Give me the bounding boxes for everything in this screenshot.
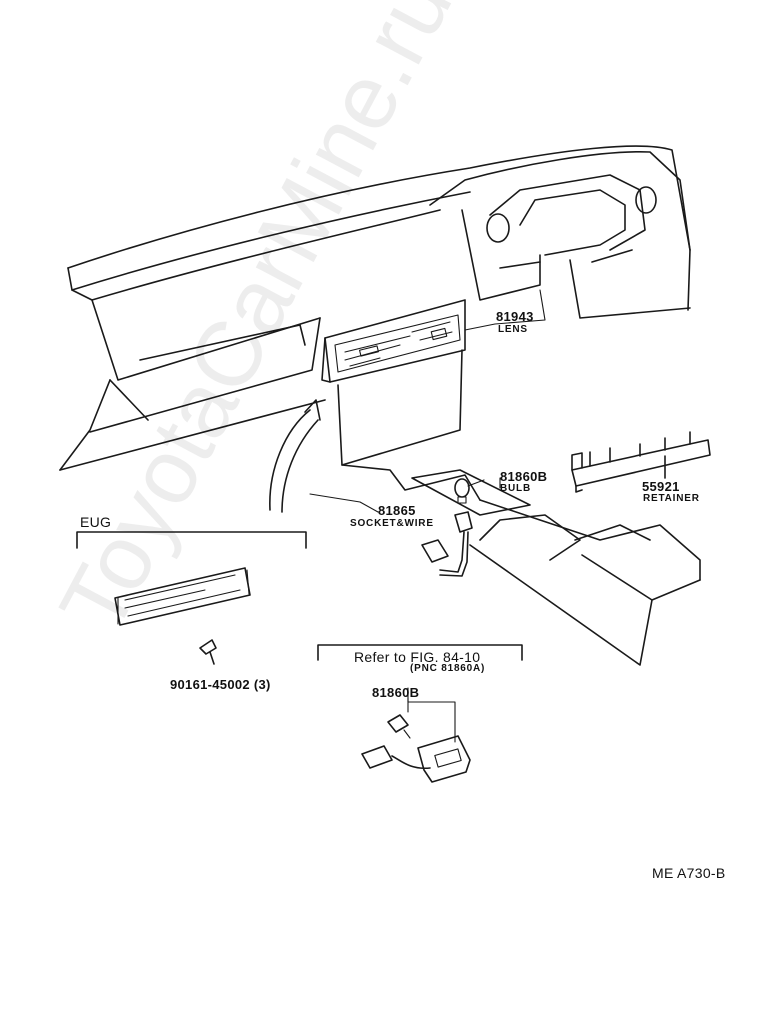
bulb-socket (421, 477, 501, 577)
bulb-part-number: 81860B (500, 469, 548, 484)
lens-part-name: LENS (498, 324, 528, 335)
socket-part-name: SOCKET&WIRE (350, 518, 434, 529)
eug-bracket (76, 531, 307, 665)
figure-code: ME A730-B (652, 865, 726, 881)
socket-part-number: 81865 (378, 503, 416, 518)
retainer-part-number: 55921 (642, 479, 680, 494)
refer-label: Refer to FIG. 84-10 (354, 649, 481, 665)
installation-arrow (269, 399, 321, 513)
instrument-cluster (429, 151, 691, 319)
lens-part-number: 81943 (496, 309, 534, 324)
retainer-part (571, 431, 711, 493)
dashboard-outline (59, 145, 691, 471)
retainer-part-name: RETAINER (643, 493, 700, 504)
leader-lines (309, 289, 546, 513)
bulb2-part-number: 81860B (372, 685, 420, 700)
pnc-label: (PNC 81860A) (410, 663, 486, 674)
bulb-part-name: BULB (500, 483, 531, 494)
eug-label: EUG (80, 514, 112, 530)
center-console (337, 349, 701, 666)
screw-part-number: 90161-45002 (3) (170, 677, 271, 692)
lens-panel (334, 314, 461, 373)
refer-bracket (317, 644, 523, 783)
